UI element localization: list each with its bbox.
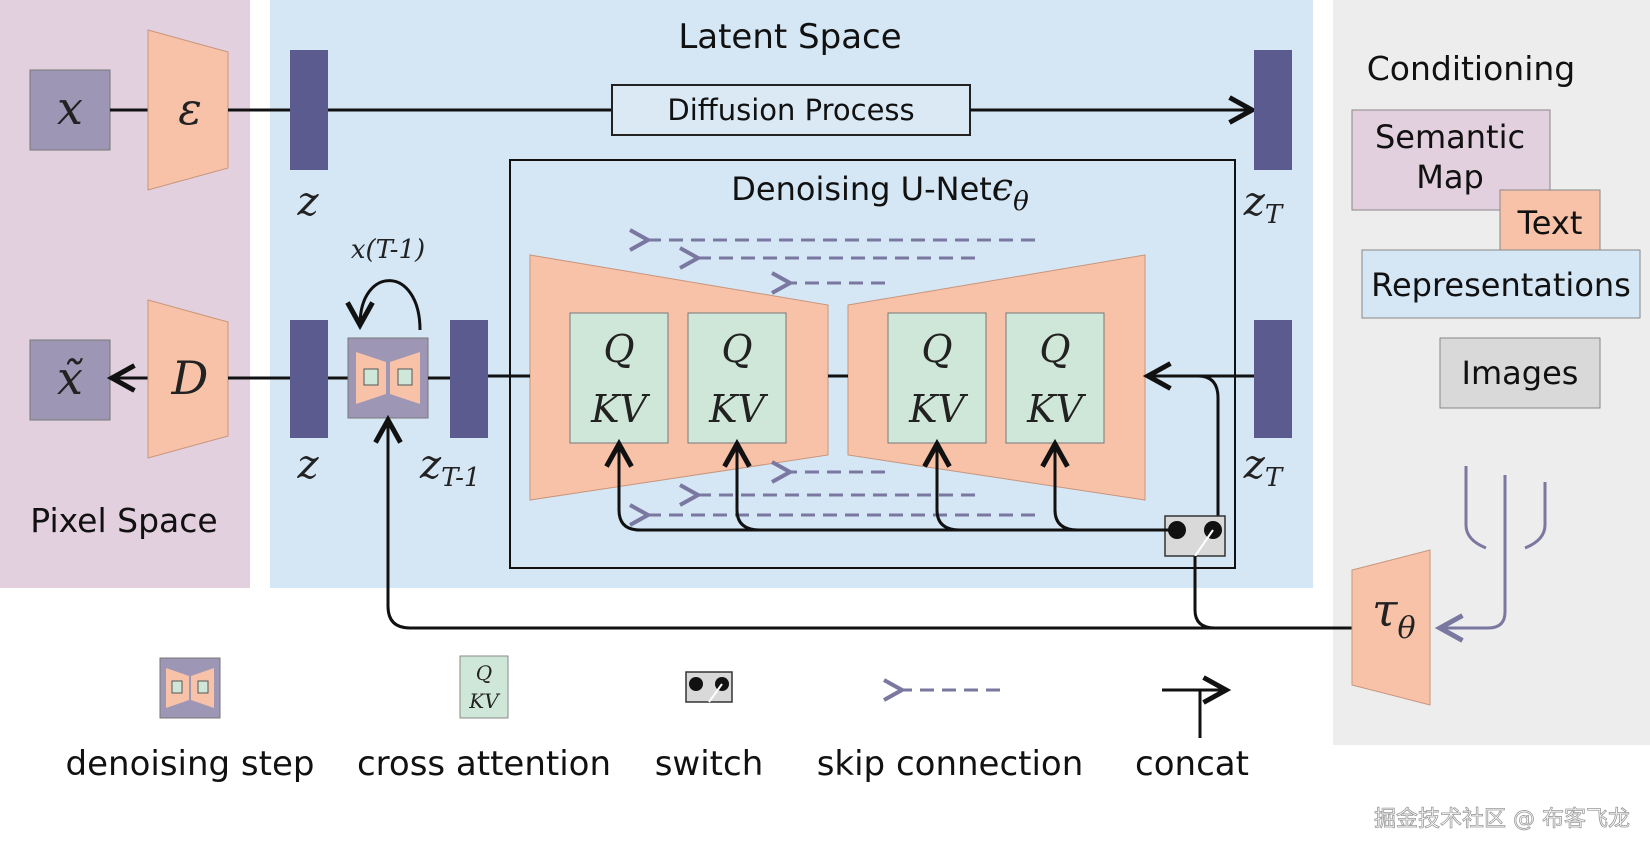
attn-kv-3: KV — [908, 387, 968, 431]
legend-concat-icon — [1162, 690, 1226, 738]
zT1-latent — [450, 320, 488, 438]
attn-q-1: Q — [603, 327, 634, 371]
legend-denoising-step-icon — [159, 657, 221, 719]
text-box — [1499, 189, 1601, 253]
concat-branch-line — [1197, 374, 1220, 530]
semantic-map-line1: Semantic — [1375, 118, 1525, 156]
attn-q-4: Q — [1039, 327, 1070, 371]
unet-frame — [509, 159, 1236, 569]
conditioning-fork — [1440, 466, 1547, 628]
legend-concat: concat — [1135, 744, 1249, 784]
zT-latent-bottom — [1254, 320, 1292, 438]
representations-box — [1361, 249, 1641, 319]
cross-attention-block-1: Q KV — [569, 312, 669, 444]
z-latent-bottom — [290, 320, 328, 438]
z-latent-top — [290, 50, 328, 170]
kv-feed-4 — [1055, 444, 1079, 532]
x-input-label: x — [57, 81, 83, 135]
legend-switch-icon — [685, 671, 733, 703]
legend-cross-attention-icon: Q KV — [459, 655, 509, 719]
conditioning-to-denoise-arrow — [388, 420, 1352, 630]
diffusion-process-box — [611, 84, 971, 136]
legend-denoising-step: denoising step — [66, 744, 315, 784]
zT1-label: zT-1 — [419, 442, 480, 493]
semantic-map-line2: Map — [1416, 158, 1484, 196]
pixel-space-title: Pixel Space — [30, 501, 217, 540]
cross-attention-block-2: Q KV — [687, 312, 787, 444]
legend-kv: KV — [468, 689, 501, 713]
zT-label-top: zT — [1243, 179, 1284, 230]
legend-switch: switch — [655, 744, 764, 784]
x-tilde-label: x̃ — [57, 351, 83, 405]
encoder-label: ε — [178, 84, 202, 135]
encoder-block — [147, 29, 229, 191]
attn-kv-1: KV — [590, 387, 650, 431]
zT-bottom-sub: T — [1265, 463, 1284, 493]
kv-feed-line — [619, 444, 1177, 532]
text-label: Text — [1517, 204, 1583, 242]
decoder-block — [147, 299, 229, 459]
attn-q-3: Q — [921, 327, 952, 371]
images-label: Images — [1462, 354, 1579, 392]
cross-attention-block-3: Q KV — [887, 312, 987, 444]
zT-label-bottom: zT — [1243, 442, 1284, 493]
denoise-loop-arrow — [360, 279, 422, 330]
zT1-base: z — [419, 442, 442, 488]
unet-title-symbol: ϵ — [992, 165, 1013, 209]
unet-title-text: Denoising U-Net — [731, 170, 992, 208]
conditioning-title: Conditioning — [1367, 49, 1576, 88]
unet-title-sub: θ — [1013, 187, 1029, 217]
z-label-top: z — [296, 179, 319, 225]
images-box — [1439, 337, 1601, 409]
zT-top-base: z — [1243, 179, 1266, 225]
unet-title: Denoising U-Netϵθ — [731, 165, 1029, 217]
tau-base: τ — [1372, 583, 1399, 637]
decoder-label: D — [171, 351, 209, 405]
latent-space-title: Latent Space — [678, 17, 901, 57]
zT-bottom-base: z — [1243, 442, 1266, 488]
cross-attention-block-4: Q KV — [1005, 312, 1105, 444]
kv-feed-2 — [737, 444, 761, 532]
denoising-step-block — [347, 337, 429, 419]
legend-cross-attention: cross attention — [357, 744, 611, 784]
diffusion-process-label: Diffusion Process — [667, 93, 914, 127]
legend-q: Q — [476, 661, 492, 685]
representations-label: Representations — [1371, 266, 1631, 304]
zT-latent-top — [1254, 50, 1292, 170]
switch-block — [1164, 515, 1226, 557]
zT-top-sub: T — [1265, 200, 1284, 230]
x-tilde-box — [29, 339, 111, 421]
kv-feed-3 — [937, 444, 961, 532]
loop-label: x(T-1) — [351, 235, 425, 265]
legend-skip-connection: skip connection — [817, 744, 1084, 784]
zT1-sub: T-1 — [441, 463, 480, 493]
z-label-bottom: z — [296, 442, 319, 488]
attn-q-2: Q — [721, 327, 752, 371]
attn-kv-4: KV — [1026, 387, 1086, 431]
watermark: 掘金技术社区 @ 布客飞龙 — [1374, 807, 1630, 832]
tau-encoder-block — [1351, 549, 1431, 706]
tau-label: τθ — [1372, 583, 1416, 646]
attn-kv-2: KV — [708, 387, 768, 431]
tau-sub: θ — [1397, 611, 1415, 646]
